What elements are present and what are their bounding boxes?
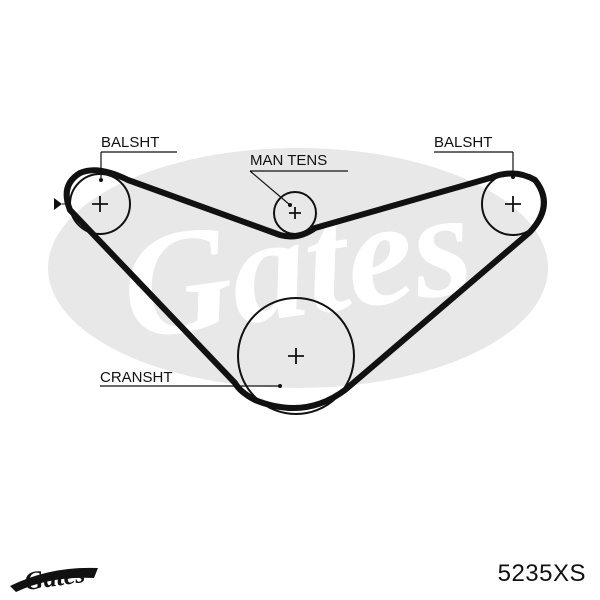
svg-text:Gates: Gates xyxy=(23,559,87,596)
pulley-man-tens xyxy=(273,191,317,235)
gates-logo-icon: Gates xyxy=(10,559,98,596)
part-number: 5235XS xyxy=(497,560,586,587)
leader-dots xyxy=(99,175,515,388)
label-man-tens: MAN TENS xyxy=(250,152,327,169)
gates-logo-watermark-icon: Gates xyxy=(48,148,548,388)
label-balsht-left: BALSHT xyxy=(101,134,159,151)
leader-lines xyxy=(100,151,514,387)
label-balsht-right: BALSHT xyxy=(434,134,492,151)
pulley-cransht xyxy=(237,297,355,415)
label-cransht: CRANSHT xyxy=(100,369,173,386)
rotation-arrow-icon xyxy=(54,198,70,210)
